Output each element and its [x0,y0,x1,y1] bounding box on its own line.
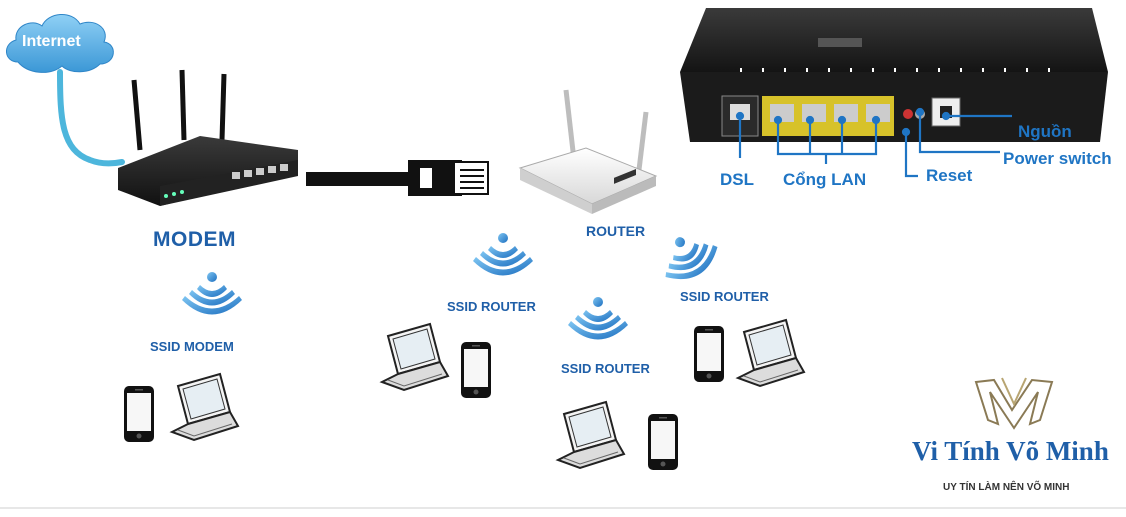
modem-label: MODEM [153,228,236,251]
brand-slogan: UY TÍN LÀM NÊN VÕ MINH [943,482,1070,493]
phone-icon [648,414,678,470]
modem-icon [118,69,298,206]
phone-icon [694,326,724,382]
brand-name: Vi Tính Võ Minh [912,436,1109,466]
router-label: ROUTER [586,223,646,239]
router-icon [518,89,658,214]
laptop-icon [737,319,805,387]
phone-icon [124,386,154,442]
wifi-icon [182,272,242,315]
power-label: Nguồn [1018,122,1072,141]
cloud-icon [6,14,114,73]
ethernet-plug-icon [306,160,489,196]
laptop-icon [381,323,449,391]
power-switch-label: Power switch [1003,149,1112,168]
ssid-modem-label: SSID MODEM [150,339,234,354]
ssid-router-label: SSID ROUTER [561,361,650,376]
callout-lines [735,107,1012,178]
ssid-router-label: SSID ROUTER [680,289,769,304]
router-back-panel [680,8,1108,142]
laptop-icon [557,401,625,469]
internet-cable [57,69,125,167]
ssid-router-label: SSID ROUTER [447,299,536,314]
reset-label: Reset [926,166,973,185]
wifi-icon [568,297,628,340]
wifi-icon [651,222,725,290]
lan-port-label: Cổng LAN [783,170,867,189]
laptop-icon [171,373,239,441]
brand-logo [974,377,1054,430]
internet-label: Internet [22,33,81,50]
dsl-port-label: DSL [720,170,754,189]
phone-icon [461,342,491,398]
wifi-icon [473,233,533,276]
